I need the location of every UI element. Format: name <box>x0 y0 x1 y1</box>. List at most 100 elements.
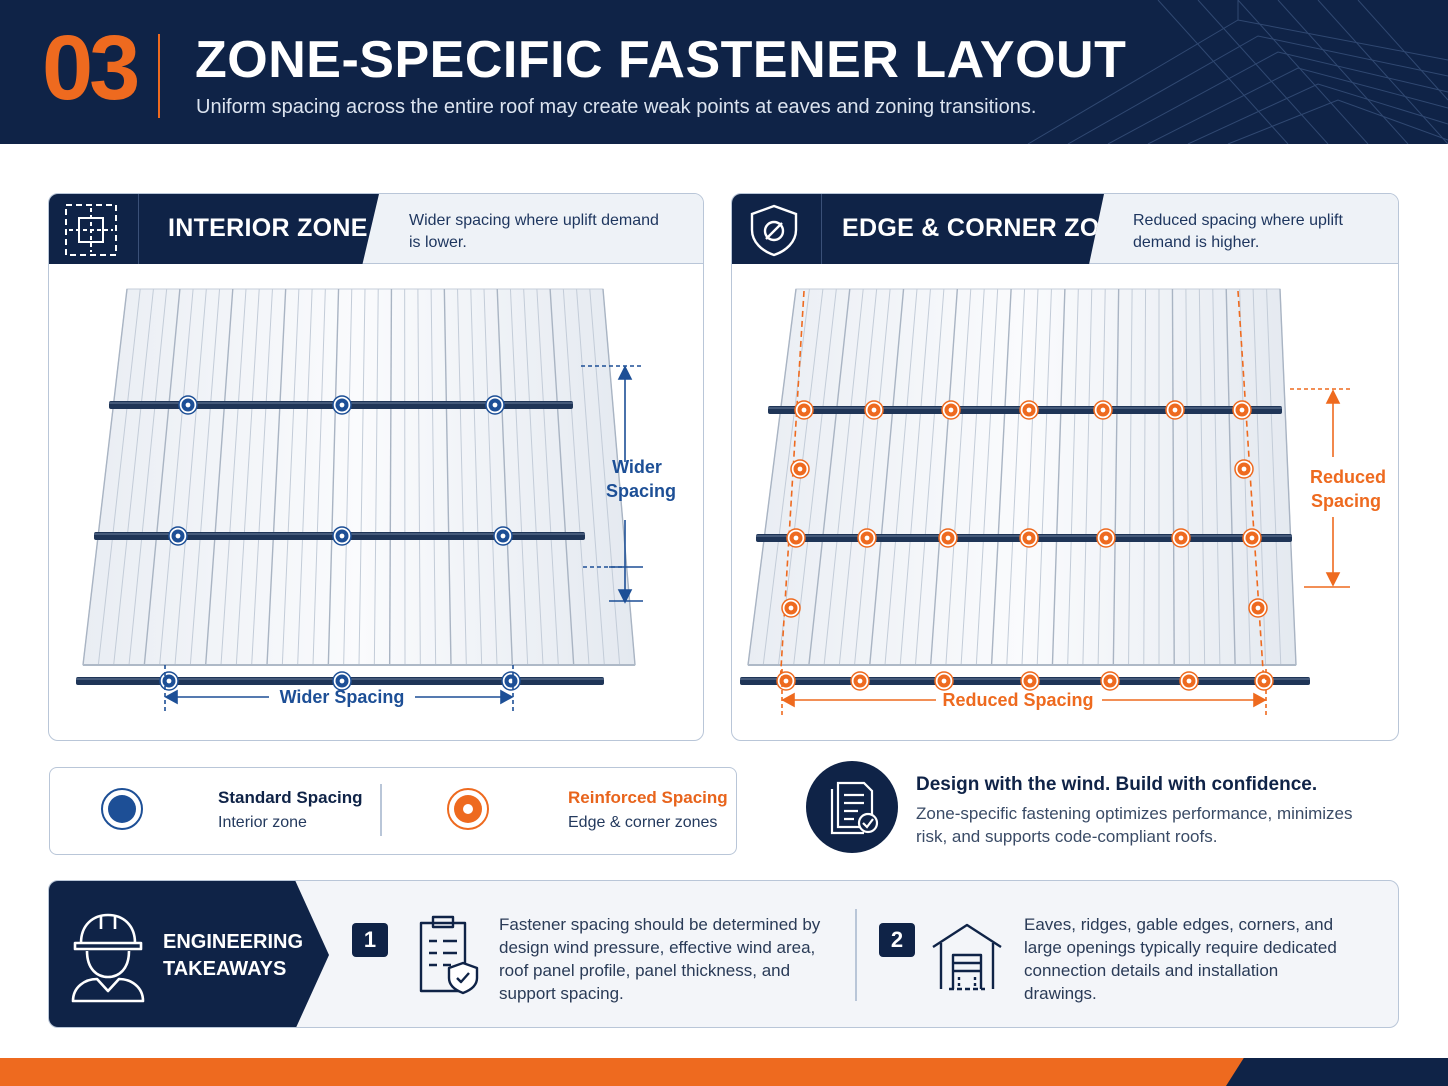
takeaways-label-block: ENGINEERING TAKEAWAYS <box>49 881 329 1027</box>
roof-rib <box>914 288 945 666</box>
reinforced-fastener-icon <box>447 788 489 830</box>
reinforced-fastener <box>941 400 961 420</box>
roof-rib <box>281 288 300 666</box>
roof-rib <box>1185 288 1190 666</box>
roof-rib <box>457 288 467 666</box>
roof-rib <box>549 288 575 666</box>
reinforced-fastener <box>1179 671 1199 691</box>
roof-rib <box>562 288 590 666</box>
reinforced-fastener <box>1096 528 1116 548</box>
roof-rib <box>143 288 181 666</box>
roof-rib <box>297 288 313 666</box>
reinforced-fastener <box>934 671 954 691</box>
roof-rib <box>483 288 498 666</box>
roof-rib <box>82 288 128 666</box>
takeaway-text-1: Fastener spacing should be determined by… <box>499 915 821 1003</box>
legend-standard-title: Standard Spacing <box>218 788 363 807</box>
standard-fastener <box>159 671 179 691</box>
roof-rib <box>1279 288 1297 666</box>
clipboard-shield-icon <box>419 915 479 995</box>
roof-rib <box>204 288 234 666</box>
takeaway-number-2: 2 <box>879 923 915 957</box>
legend-standard-sub: Interior zone <box>218 814 307 831</box>
roof-wireframe-art <box>1027 0 1448 144</box>
roof-rib <box>884 288 918 666</box>
standard-fastener <box>168 526 188 546</box>
interior-roof-diagram: Wider Spacing Wider Spacing <box>76 288 676 711</box>
roof-rib <box>1051 288 1066 666</box>
roof-rib <box>159 288 194 666</box>
roof-rib <box>235 288 260 666</box>
takeaways-title: ENGINEERING TAKEAWAYS <box>163 931 304 980</box>
edge-vertical-label-2: Spacing <box>1311 491 1381 511</box>
interior-panel-header: INTERIOR ZONE Wider spacing where uplift… <box>49 194 703 264</box>
callout-text: Zone-specific fastening optimizes perfor… <box>916 804 1353 846</box>
roof-rib <box>838 288 878 666</box>
edge-horizontal-label: Reduced Spacing <box>942 690 1093 710</box>
roof-rib <box>1212 288 1221 666</box>
roof-rib <box>1266 288 1282 666</box>
reinforced-fastener <box>1165 400 1185 420</box>
roof-rib <box>1171 288 1175 666</box>
roof-rib <box>189 288 221 666</box>
edge-zone-description: Reduced spacing where uplift demand is h… <box>1133 212 1343 251</box>
roof-rib <box>97 288 141 666</box>
roof-rib <box>990 288 1012 666</box>
page-title: ZONE-SPECIFIC FASTENER LAYOUT <box>195 31 1127 89</box>
edge-panel-header: EDGE & CORNER ZONES Reduced spacing wher… <box>732 194 1398 264</box>
roof-rib <box>869 288 905 666</box>
roof-rib <box>358 288 366 666</box>
roof-rib <box>1021 288 1039 666</box>
roof-rib <box>854 288 891 666</box>
callout-title: Design with the wind. Build with confide… <box>916 774 1318 795</box>
roof-rib <box>496 288 514 666</box>
roof-rib <box>509 288 529 666</box>
takeaway-text-2: Eaves, ridges, gable edges, corners, and… <box>1024 915 1337 1003</box>
edge-vertical-label-1: Reduced <box>1310 467 1386 487</box>
roof-rib <box>443 288 452 666</box>
reinforced-fastener <box>857 528 877 548</box>
header-banner: 03 ZONE-SPECIFIC FASTENER LAYOUT Uniform… <box>0 0 1448 144</box>
legend-reinforced-title: Reinforced Spacing <box>568 788 728 807</box>
takeaway-number-1: 1 <box>352 923 388 957</box>
reinforced-fastener <box>938 528 958 548</box>
roof-rib <box>343 288 353 666</box>
engineer-helmet-icon <box>71 913 145 1003</box>
roof-rib <box>1097 288 1106 666</box>
roof-rib <box>470 288 483 666</box>
reinforced-fastener <box>1093 400 1113 420</box>
standard-fastener <box>501 671 521 691</box>
roof-rib <box>113 288 154 666</box>
reinforced-fastener <box>786 528 806 548</box>
roof-rib <box>576 288 605 666</box>
roof-rib <box>747 288 797 666</box>
standard-fastener <box>178 395 198 415</box>
reinforced-fastener <box>1171 528 1191 548</box>
roof-rib <box>417 288 421 666</box>
roof-rib <box>174 288 207 666</box>
roof-rib <box>373 288 379 666</box>
roof-rib <box>1036 288 1052 666</box>
reinforced-fastener <box>790 459 810 479</box>
roof-rib <box>960 288 985 666</box>
roof-rib <box>899 288 931 666</box>
reinforced-fastener <box>1100 671 1120 691</box>
roof-rib <box>1006 288 1026 666</box>
reinforced-fastener <box>1234 459 1254 479</box>
standard-fastener <box>485 395 505 415</box>
interior-vertical-label-1: Wider <box>612 457 662 477</box>
fastener-legend: Standard Spacing Interior zone Reinforce… <box>49 767 737 855</box>
roof-rib <box>327 288 340 666</box>
roof-rib <box>220 288 247 666</box>
reinforced-fastener <box>850 671 870 691</box>
shield-icon <box>750 204 798 257</box>
roof-rib <box>1143 288 1147 666</box>
edge-corner-zone-panel: EDGE & CORNER ZONES Reduced spacing wher… <box>731 193 1399 741</box>
interior-horizontal-label: Wider Spacing <box>280 687 405 707</box>
interior-zone-description: Wider spacing where uplift demand is low… <box>409 212 659 251</box>
roof-rib <box>536 288 559 666</box>
reinforced-fastener <box>1248 598 1268 618</box>
roof-rib <box>945 288 972 666</box>
standard-fastener <box>332 671 352 691</box>
roof-rib <box>1082 288 1093 666</box>
